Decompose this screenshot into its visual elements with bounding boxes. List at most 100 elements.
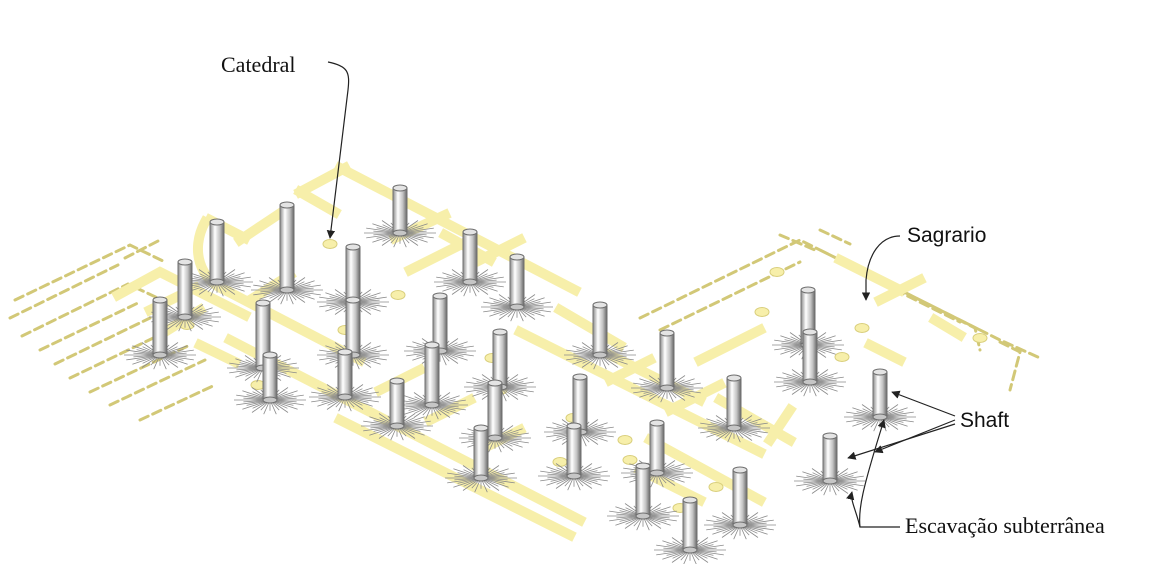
shaft-top: [389, 377, 405, 385]
shaft-body: [177, 261, 193, 318]
shaft-base: [872, 413, 888, 421]
shaft-body: [279, 204, 295, 291]
leader-lines-layer: [326, 61, 956, 528]
shaft-2: [392, 184, 408, 237]
foundation-slab-layer: [111, 161, 988, 542]
shaft-base: [392, 229, 408, 237]
foundation-strip-0: [333, 161, 582, 297]
shaft-base: [592, 351, 608, 359]
shaft-base: [802, 378, 818, 386]
foundation-strip-16: [693, 323, 767, 367]
leader-line-4: [847, 423, 956, 460]
shaft-body: [152, 299, 168, 356]
foundation-strip-25: [603, 353, 657, 387]
shaft-body: [649, 422, 665, 474]
shaft-top: [592, 301, 608, 309]
shaft-top: [255, 299, 271, 307]
leader-line-1: [861, 235, 901, 301]
foundation-strip-10: [333, 413, 577, 542]
shaft-base: [822, 477, 838, 485]
shaft-body: [473, 427, 489, 479]
pad-footing-7: [754, 307, 770, 317]
shaft-4: [152, 296, 168, 359]
shaft-top: [279, 201, 295, 209]
shaft-base: [566, 472, 582, 480]
shaft-body: [345, 246, 361, 303]
label-escavacao-subterranea: Escavação subterrânea: [905, 513, 1105, 538]
shaft-26: [682, 496, 698, 554]
foundation-strip-28: [233, 203, 292, 247]
shaft-15: [389, 377, 405, 430]
shaft-top: [572, 373, 588, 381]
shaft-top: [345, 243, 361, 251]
pad-footing-11: [769, 267, 785, 277]
shaft-top: [424, 341, 440, 349]
pad-footing-8: [854, 323, 870, 333]
foundation-strip-27: [763, 403, 797, 447]
foundation-strip-33: [928, 313, 967, 342]
shaft-12: [432, 292, 448, 355]
label-shaft: Shaft: [960, 409, 1010, 432]
shaft-body: [262, 354, 278, 401]
leader-line-6: [846, 491, 861, 528]
shaft-top: [726, 374, 742, 382]
shaft-body: [345, 299, 361, 356]
shaft-base: [209, 278, 225, 286]
shaft-top: [732, 466, 748, 474]
foundation-strip-21: [423, 393, 477, 427]
pad-footing-0: [390, 290, 406, 300]
shaft-top: [337, 348, 353, 356]
shaft-22: [726, 374, 742, 432]
shaft-top: [682, 496, 698, 504]
shaft-base: [177, 313, 193, 321]
shaft-body: [732, 469, 748, 526]
shaft-body: [424, 344, 440, 406]
shaft-base: [649, 469, 665, 477]
pad-footing-9: [834, 352, 850, 362]
wall-outline-1: [638, 228, 1042, 392]
shaft-base: [424, 401, 440, 409]
foundation-strip-30: [473, 233, 527, 267]
shaft-top: [462, 228, 478, 236]
shaft-base: [726, 424, 742, 432]
shaft-top: [822, 432, 838, 440]
shaft-top: [872, 368, 888, 376]
shaft-29: [872, 368, 888, 421]
shaft-top: [473, 424, 489, 432]
shaft-base: [509, 303, 525, 311]
shaft-base: [389, 422, 405, 430]
shaft-25: [732, 466, 748, 529]
pad-footing-4: [617, 435, 633, 445]
shaft-top: [262, 351, 278, 359]
shaft-body: [872, 371, 888, 418]
shaft-body: [509, 256, 525, 308]
foundation-strip-2: [293, 185, 342, 219]
shaft-11: [509, 253, 525, 311]
shaft-body: [462, 231, 478, 283]
pad-footing-10: [972, 333, 988, 343]
shaft-23: [649, 419, 665, 477]
shaft-base: [635, 512, 651, 520]
shaft-body: [389, 380, 405, 427]
shaft-30: [822, 432, 838, 485]
shaft-top: [635, 462, 651, 470]
shaft-top: [487, 379, 503, 387]
shaft-top: [509, 253, 525, 261]
shaft-base: [487, 434, 503, 442]
shaft-20: [592, 301, 608, 359]
shaft-8: [345, 296, 361, 359]
shaft-body: [635, 465, 651, 517]
shaft-top: [659, 329, 675, 337]
shaft-base: [279, 286, 295, 294]
shaft-0: [279, 201, 295, 294]
shaft-body: [487, 382, 503, 439]
label-sagrario: Sagrario: [907, 224, 987, 247]
shaft-body: [822, 435, 838, 482]
shaft-base: [473, 474, 489, 482]
leader-line-3: [874, 419, 956, 454]
shaft-body: [659, 332, 675, 389]
shaft-layer: [152, 184, 888, 554]
shaft-base: [152, 351, 168, 359]
